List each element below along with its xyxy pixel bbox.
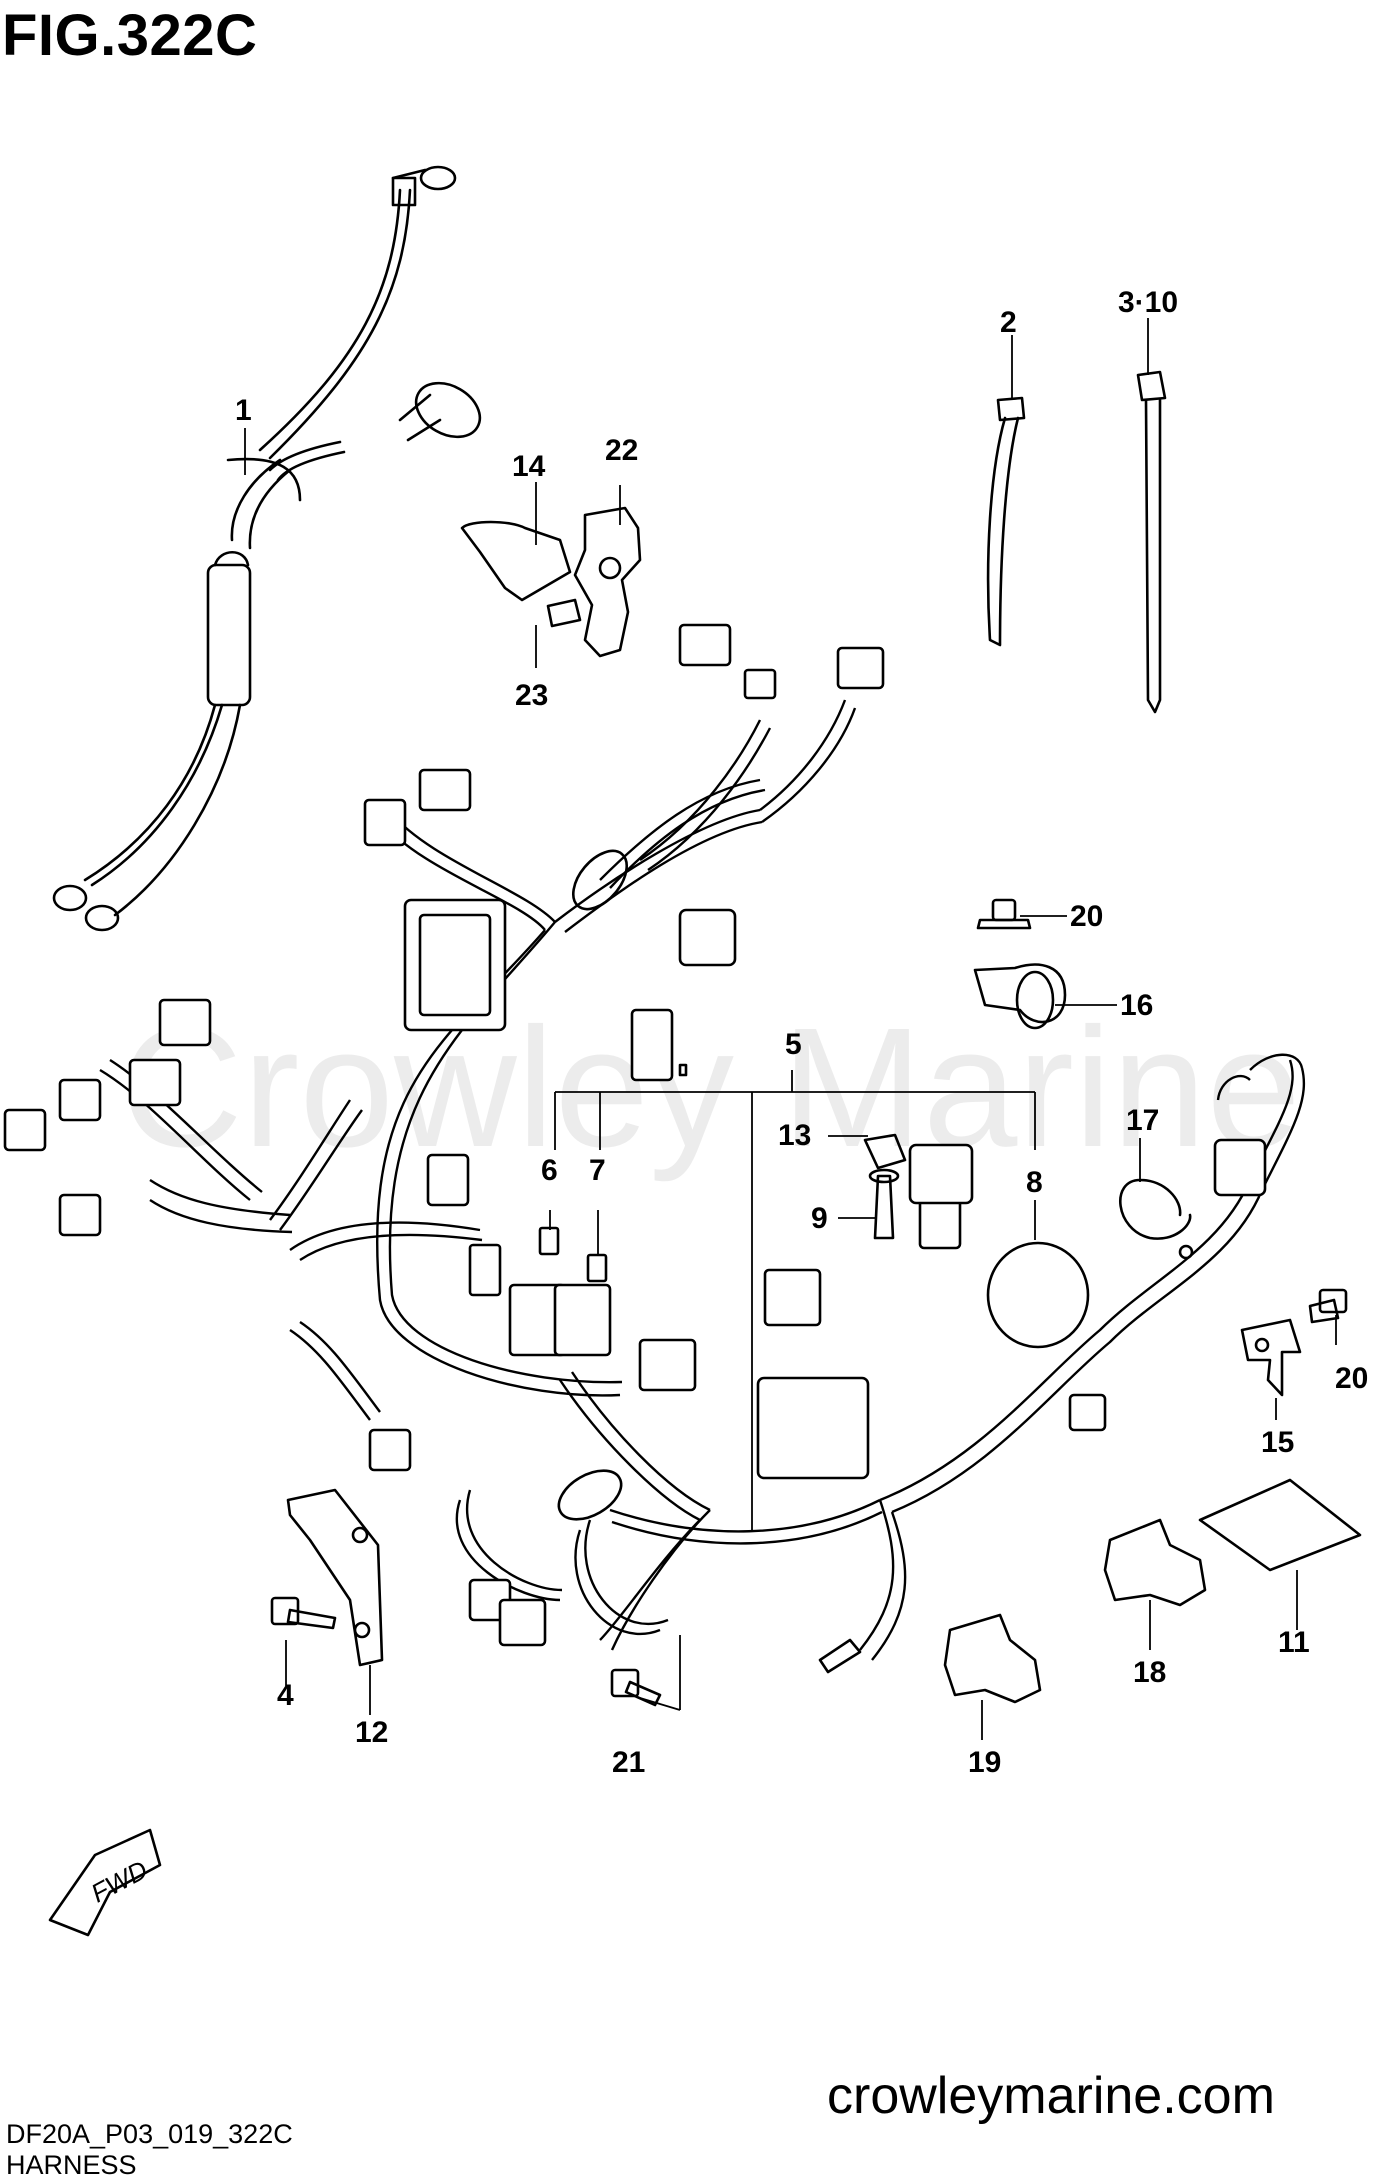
callout-13: 13 (778, 1119, 811, 1152)
callout-7: 7 (589, 1154, 606, 1187)
callout-2: 2 (1000, 306, 1017, 339)
callout-9: 9 (811, 1202, 828, 1235)
callout-15: 15 (1261, 1426, 1294, 1459)
bolt-21-drawing (610, 1668, 662, 1707)
clamps-18-19-drawing (943, 1518, 1207, 1704)
callout-1: 1 (235, 394, 252, 427)
callout-12: 12 (355, 1716, 388, 1749)
callout-20-right: 20 (1335, 1362, 1368, 1395)
drawing-code: DF20A_P03_019_322C (6, 2119, 293, 2149)
callout-17: 17 (1126, 1104, 1159, 1137)
callout-19: 19 (968, 1746, 1001, 1779)
callout-4: 4 (277, 1679, 294, 1712)
part-5-bracket (554, 1070, 1036, 1530)
callout-20-upper: 20 (1070, 900, 1103, 933)
callout-11: 11 (1278, 1626, 1310, 1659)
leader-lines (244, 318, 1337, 1740)
callout-22: 22 (605, 434, 638, 467)
figure-title: FIG.322C (2, 3, 258, 68)
callout-16: 16 (1120, 989, 1153, 1022)
callout-labels: 1 2 3·10 4 5 6 7 8 9 11 12 13 14 15 16 1… (235, 286, 1368, 1779)
battery-cable-drawing (52, 165, 482, 932)
fwd-arrow: FWD (48, 1828, 162, 1937)
fwd-label: FWD (86, 1854, 152, 1908)
callout-6: 6 (541, 1154, 558, 1187)
diagram-subtitle: HARNESS (6, 2150, 137, 2180)
callout-14: 14 (512, 450, 546, 483)
bracket-15-drawing (1240, 1288, 1348, 1397)
band-17-drawing (1119, 1178, 1192, 1240)
website-label: crowleymarine.com (827, 2067, 1275, 2125)
callout-5: 5 (785, 1028, 802, 1061)
band-17-end (1178, 1244, 1194, 1260)
main-harness-drawing (3, 623, 1306, 1674)
clamp-16-drawing (973, 898, 1067, 1030)
callout-21: 21 (612, 1746, 645, 1779)
sheet-11-drawing (1198, 1478, 1362, 1572)
callout-3-10: 3·10 (1118, 286, 1178, 319)
callout-8: 8 (1026, 1166, 1043, 1199)
bracket-12-drawing (270, 1488, 384, 1667)
callout-18: 18 (1133, 1656, 1166, 1689)
callout-23: 23 (515, 679, 548, 712)
clamp-bracket-drawing (460, 506, 642, 658)
cable-ties-drawing (986, 370, 1167, 714)
